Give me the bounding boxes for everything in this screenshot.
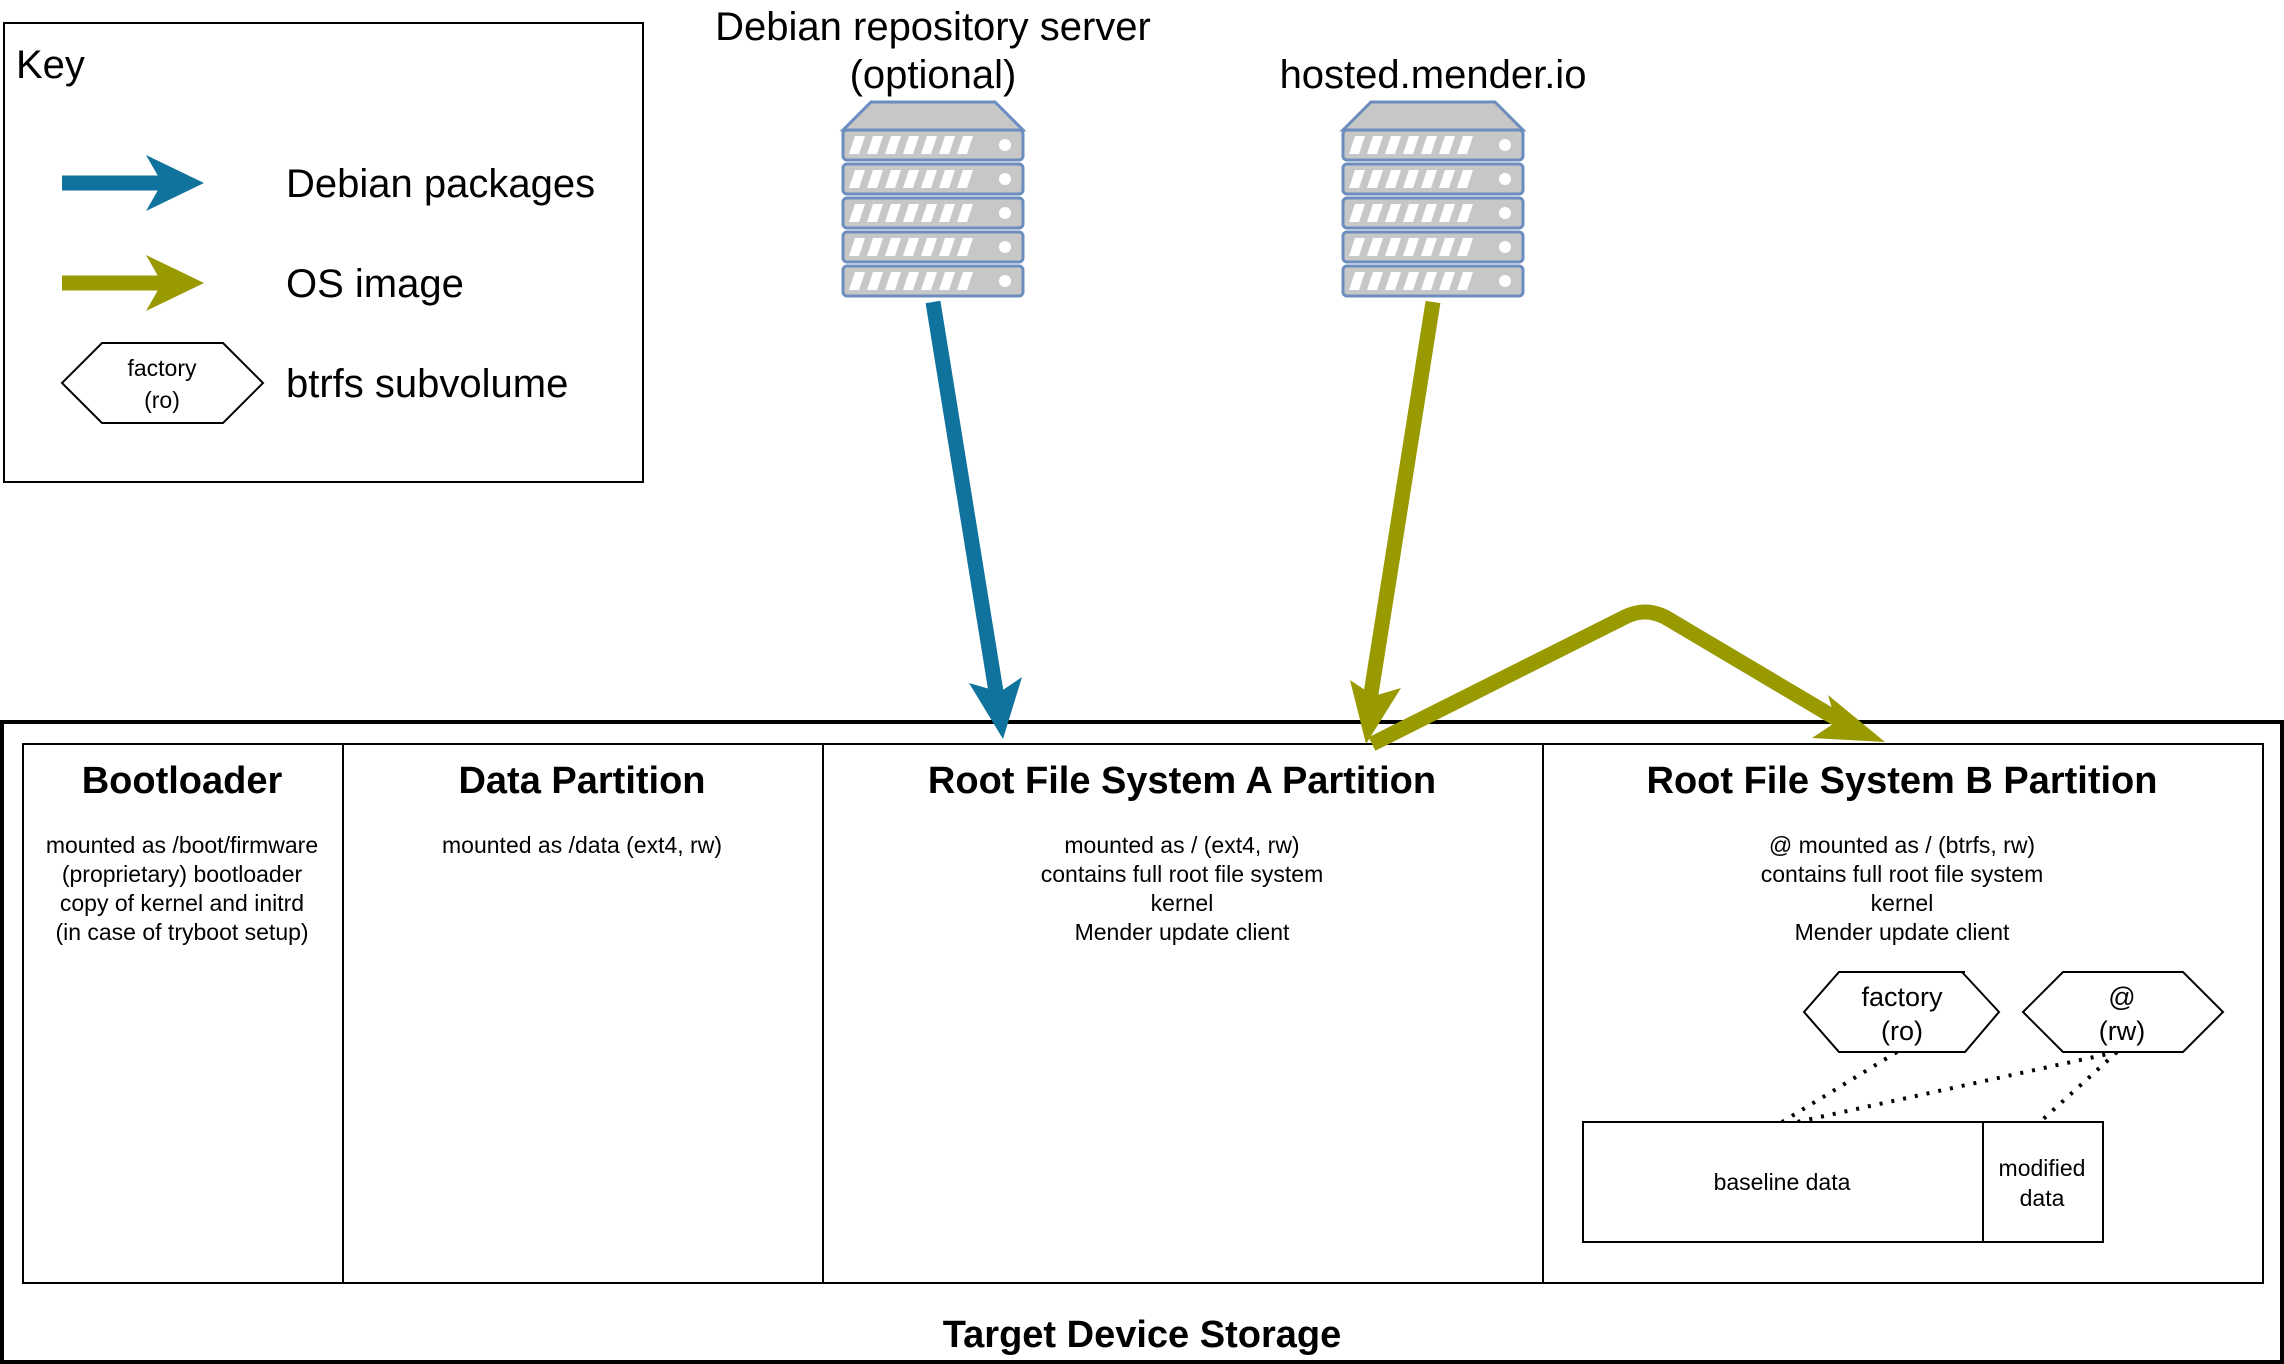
- svg-text:factory: factory: [127, 355, 197, 381]
- bootloader-line: (in case of tryboot setup): [55, 919, 308, 945]
- rootfs-a-partition: Root File System A Partition mounted as …: [928, 760, 1436, 945]
- debian-server-label-line1: Debian repository server: [715, 5, 1151, 49]
- rootfs-a-title: Root File System A Partition: [928, 760, 1436, 802]
- rootfs-b-line: kernel: [1871, 890, 1934, 916]
- debian-packages-legend-arrow-icon: [62, 155, 204, 211]
- rootfs-a-line: mounted as / (ext4, rw): [1064, 832, 1299, 858]
- svg-text:(rw): (rw): [2099, 1016, 2145, 1046]
- data-layout-box: baseline data modified data: [1582, 1121, 2104, 1243]
- legend-debian-packages-label: Debian packages: [286, 162, 595, 206]
- bootloader-line: copy of kernel and initrd: [60, 890, 304, 916]
- mender-server-icon: [1343, 102, 1523, 296]
- subvolume-connectors: [1780, 1050, 2119, 1124]
- rootfs-b-line: contains full root file system: [1761, 861, 2044, 887]
- svg-text:factory: factory: [1861, 982, 1943, 1012]
- rootfs-a-line: kernel: [1151, 890, 1214, 916]
- svg-text:@: @: [2108, 982, 2135, 1012]
- svg-text:(ro): (ro): [1881, 1016, 1923, 1046]
- bootloader-partition: Bootloader mounted as /boot/firmware (pr…: [46, 760, 318, 945]
- rootfs-b-title: Root File System B Partition: [1647, 760, 2158, 802]
- os-image-download-arrow-icon: [1350, 300, 1441, 744]
- bootloader-title: Bootloader: [82, 760, 283, 802]
- os-image-legend-arrow-icon: [62, 255, 204, 311]
- target-device-storage: Target Device Storage Bootloader mounted…: [0, 720, 2284, 1364]
- debian-packages-arrow-icon: [925, 300, 1022, 739]
- rootfs-a-line: Mender update client: [1075, 919, 1290, 945]
- legend-subvolume-hexagon: factory (ro): [60, 342, 265, 424]
- legend-btrfs-subvolume-label: btrfs subvolume: [286, 362, 568, 406]
- bootloader-line: mounted as /boot/firmware: [46, 832, 318, 858]
- data-partition: Data Partition mounted as /data (ext4, r…: [442, 760, 722, 858]
- bootloader-line: (proprietary) bootloader: [62, 861, 303, 887]
- subvolume-factory-hexagon: factory (ro): [1802, 971, 2001, 1053]
- rootfs-a-line: contains full root file system: [1041, 861, 1324, 887]
- key-panel: Key Debian packages OS image factory (ro…: [3, 22, 644, 483]
- data-partition-title: Data Partition: [458, 760, 705, 802]
- debian-repository-server: Debian repository server (optional): [715, 5, 1151, 296]
- svg-text:(ro): (ro): [144, 387, 180, 413]
- rootfs-b-partition: Root File System B Partition @ mounted a…: [1582, 760, 2225, 1243]
- mender-server: hosted.mender.io: [1280, 53, 1587, 296]
- key-title: Key: [16, 43, 85, 87]
- modified-data-label-line2: data: [2020, 1185, 2065, 1211]
- storage-title: Target Device Storage: [943, 1314, 1341, 1356]
- modified-data-label-line1: modified: [1999, 1155, 2086, 1181]
- rootfs-b-line: @ mounted as / (btrfs, rw): [1769, 832, 2035, 858]
- debian-server-icon: [843, 102, 1023, 296]
- data-partition-line: mounted as /data (ext4, rw): [442, 832, 722, 858]
- os-image-install-arrow-icon: [1368, 604, 1885, 751]
- mender-server-label: hosted.mender.io: [1280, 53, 1587, 97]
- subvolume-at-hexagon: @ (rw): [2021, 971, 2225, 1053]
- rootfs-b-line: Mender update client: [1795, 919, 2010, 945]
- baseline-data-label: baseline data: [1714, 1169, 1851, 1195]
- legend-os-image-label: OS image: [286, 262, 464, 306]
- debian-server-label-line2: (optional): [850, 53, 1017, 97]
